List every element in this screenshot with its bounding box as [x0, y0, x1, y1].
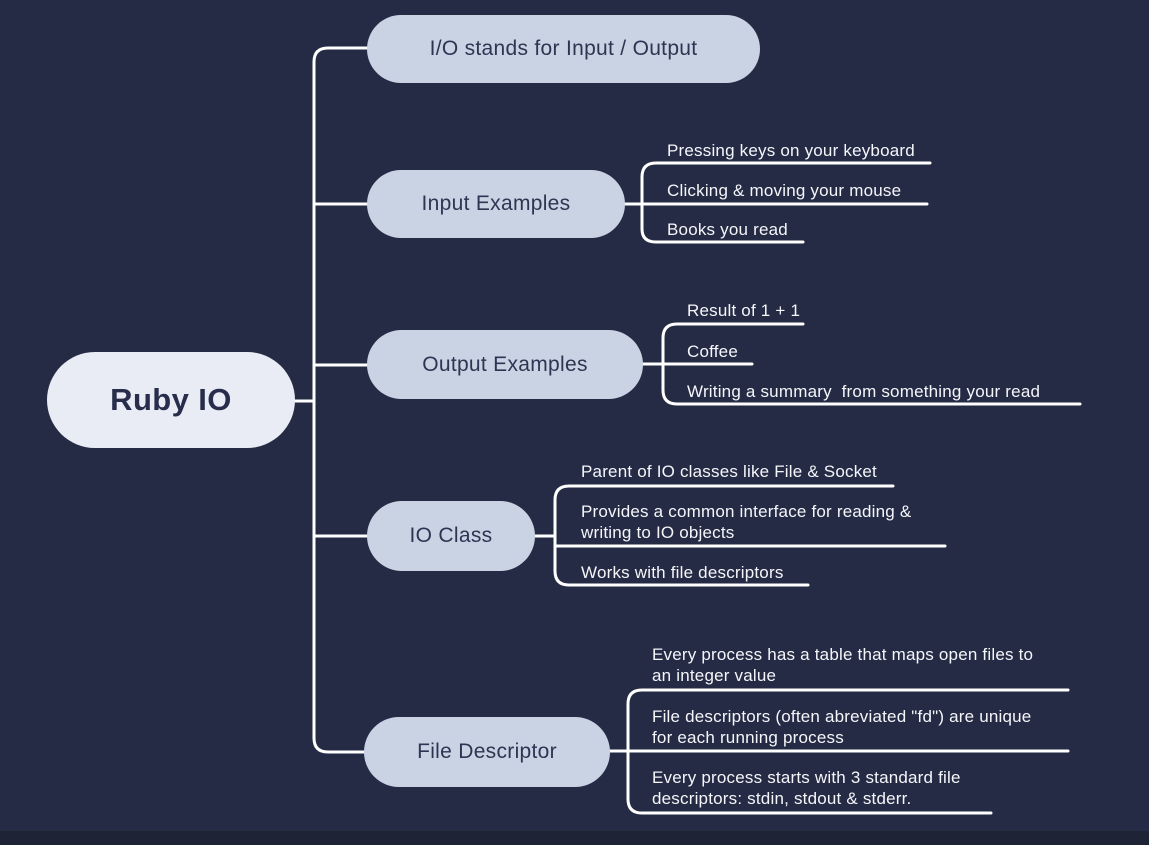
leaf-clicking-mouse[interactable]: Clicking & moving your mouse	[667, 181, 902, 200]
leaf-common-interface[interactable]: Provides a common interface for reading …	[581, 502, 912, 542]
leaf-process-table-maps[interactable]: Every process has a table that maps open…	[652, 645, 1034, 685]
branch-node-io-stands-for[interactable]: I/O stands for Input / Output	[367, 15, 760, 83]
leaf-works-with-file-descriptors[interactable]: Works with file descriptors	[581, 563, 784, 582]
branch-node-io-class[interactable]: IO Class	[367, 501, 535, 571]
leaf-books-you-read[interactable]: Books you read	[667, 220, 788, 239]
leaf-fd-unique-per-process[interactable]: File descriptors (often abreviated "fd")…	[652, 707, 1032, 747]
spine-line	[312, 46, 369, 754]
branch-node-input-examples[interactable]: Input Examples	[367, 170, 625, 238]
root-node-ruby-io[interactable]: Ruby IO	[47, 352, 295, 448]
leaf-parent-of-io-classes[interactable]: Parent of IO classes like File & Socket	[581, 462, 877, 481]
leaf-three-standard-descriptors[interactable]: Every process starts with 3 standard fil…	[652, 768, 961, 808]
leaf-coffee[interactable]: Coffee	[687, 342, 738, 361]
branch-node-output-examples[interactable]: Output Examples	[367, 330, 643, 399]
leaf-result-of-1-1[interactable]: Result of 1 + 1	[687, 301, 801, 320]
branch-node-file-descriptor[interactable]: File Descriptor	[364, 717, 610, 787]
leaf-pressing-keys[interactable]: Pressing keys on your keyboard	[667, 141, 915, 160]
bottom-edge-strip	[0, 831, 1149, 845]
leaf-writing-summary[interactable]: Writing a summary from something your re…	[687, 382, 1041, 401]
